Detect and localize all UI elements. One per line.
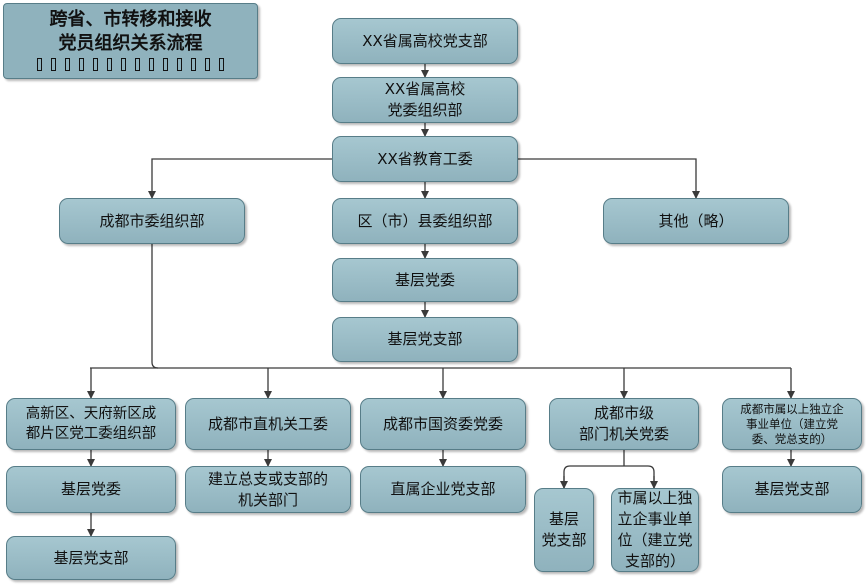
node-gaoxin-committee: 基层党委 bbox=[6, 466, 176, 513]
glyph-box bbox=[219, 58, 224, 71]
glyph-box bbox=[65, 58, 70, 71]
node-sasac-branch: 直属企业党支部 bbox=[360, 466, 526, 513]
node-sasac: 成都市国资委党委 bbox=[360, 398, 526, 450]
node-independent-units: 成都市属以上独立企 事业单位（建立党 委、党总支的） bbox=[722, 398, 862, 450]
connector-chengdu-trunk bbox=[151, 244, 159, 369]
glyph-box bbox=[149, 58, 154, 71]
node-county-org: 区（市）县委组织部 bbox=[332, 198, 518, 244]
glyph-box bbox=[79, 58, 84, 71]
connector-depts-split bbox=[563, 465, 655, 488]
node-independent-branch: 基层党支部 bbox=[722, 466, 862, 513]
node-school-org: XX省属高校 党委组织部 bbox=[332, 77, 518, 123]
glyph-box bbox=[135, 58, 140, 71]
node-gaoxin-branch: 基层党支部 bbox=[6, 536, 176, 580]
node-dept-branch: 基层 党支部 bbox=[534, 488, 594, 572]
node-other: 其他（略） bbox=[603, 198, 789, 244]
node-municipal-depts: 成都市级 部门机关党委 bbox=[549, 398, 699, 450]
node-grassroots-branch: 基层党支部 bbox=[332, 317, 518, 362]
glyph-box bbox=[37, 58, 42, 71]
glyph-box bbox=[121, 58, 126, 71]
node-organ-depts: 建立总支或支部的 机关部门 bbox=[185, 466, 351, 513]
node-edu-committee: XX省教育工委 bbox=[332, 136, 518, 182]
node-unit-with-branch: 市属以上独 立企事业单 位（建立党 支部的） bbox=[611, 488, 699, 572]
arrow-edu-to-chengdu bbox=[148, 158, 332, 199]
node-direct-organs: 成都市直机关工委 bbox=[185, 398, 351, 450]
glyph-box bbox=[163, 58, 168, 71]
glyph-box bbox=[177, 58, 182, 71]
glyph-box bbox=[93, 58, 98, 71]
node-chengdu-org: 成都市委组织部 bbox=[59, 198, 245, 244]
node-school-branch: XX省属高校党支部 bbox=[332, 18, 518, 64]
glyph-box bbox=[191, 58, 196, 71]
arrow-edu-to-other bbox=[518, 158, 700, 199]
diagram-title-box: 跨省、市转移和接收 党员组织关系流程 bbox=[3, 3, 258, 79]
title-line-2: 党员组织关系流程 bbox=[58, 33, 203, 54]
node-gaoxin: 高新区、天府新区成 都片区党工委组织部 bbox=[6, 398, 176, 450]
glyph-box bbox=[107, 58, 112, 71]
title-glyph-boxes bbox=[4, 58, 257, 71]
title-line-1: 跨省、市转移和接收 bbox=[49, 9, 212, 30]
glyph-box bbox=[51, 58, 56, 71]
glyph-box bbox=[205, 58, 210, 71]
node-grassroots-committee: 基层党委 bbox=[332, 258, 518, 302]
